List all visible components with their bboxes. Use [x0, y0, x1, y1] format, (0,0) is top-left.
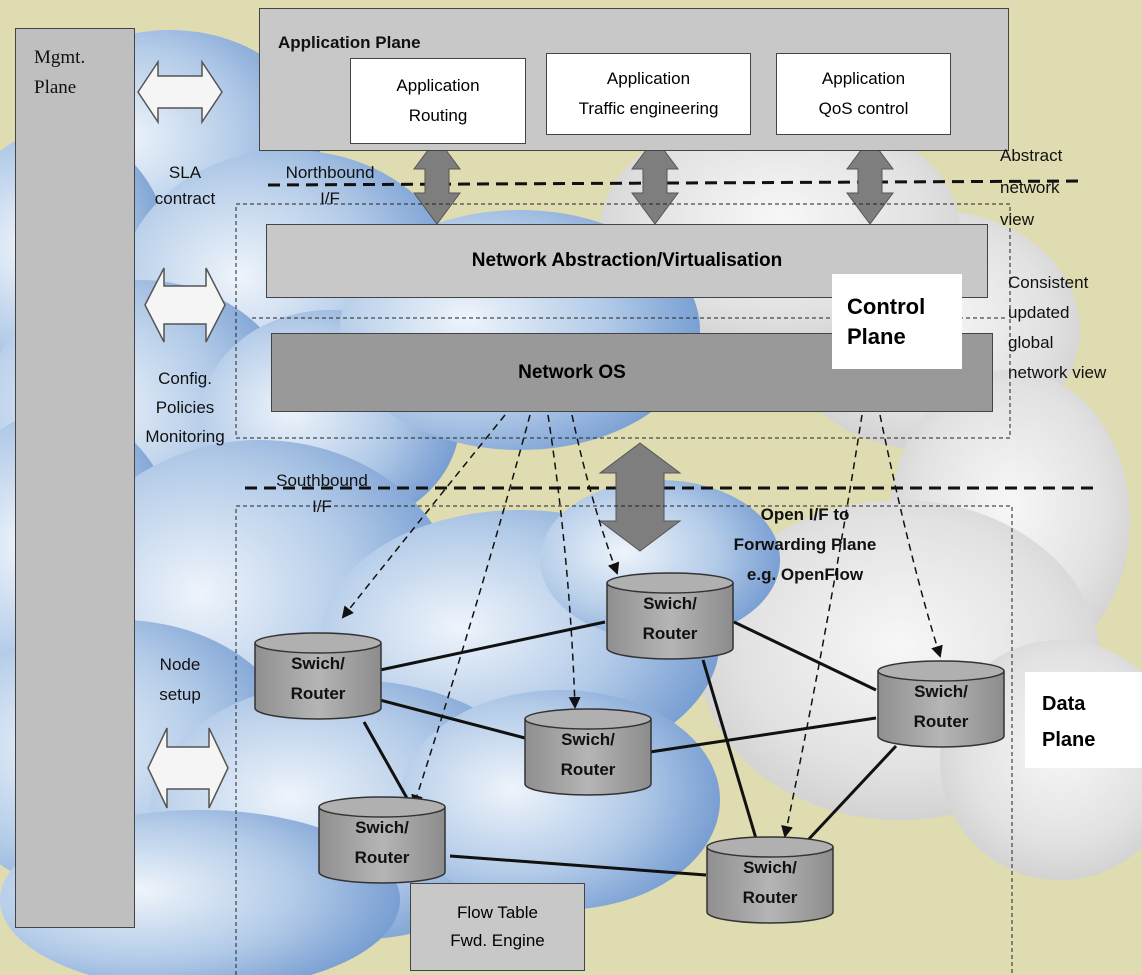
data-plane-label: Data Plane	[1025, 672, 1142, 768]
consistent-line3: global	[1008, 333, 1054, 352]
southbound-line1: Southbound	[276, 471, 368, 490]
abstract-view-label: Abstract network view	[1000, 140, 1062, 236]
app-qos-line2: QoS control	[818, 99, 909, 118]
consistent-line4: network view	[1008, 363, 1107, 382]
config-policies-label: Config. Policies Monitoring	[135, 364, 235, 451]
control-plane-line1: Control	[847, 294, 926, 319]
open-if-line1: Open I/F to	[760, 505, 850, 524]
cylinder-icon	[524, 708, 652, 796]
switch-label-line1: Swich/	[561, 730, 615, 749]
consistent-line1: Consistent	[1008, 273, 1089, 292]
open-if-line3: e.g. OpenFlow	[746, 565, 864, 584]
switch-label-line2: Router	[642, 624, 698, 643]
abstract-line2: network	[1000, 178, 1060, 197]
app-te-line1: Application	[606, 69, 691, 88]
consistent-view-label: Consistent updated global network view	[1008, 268, 1106, 388]
switch-label-line2: Router	[913, 712, 969, 731]
sla-contract-label: SLA contract	[140, 160, 230, 212]
node-setup-label: Node setup	[140, 650, 220, 710]
app-qos-control-box: Application QoS control	[776, 53, 951, 135]
switch-router-node: Swich/ Router	[606, 572, 734, 660]
cylinder-icon	[254, 632, 382, 720]
mgmt-plane-label: Mgmt. Plane	[34, 43, 85, 103]
sla-line2: contract	[154, 189, 216, 208]
switch-label-line2: Router	[354, 848, 410, 867]
cfg-line2: Policies	[155, 398, 215, 417]
cylinder-icon	[606, 572, 734, 660]
switch-router-node: Swich/ Router	[706, 836, 834, 924]
switch-router-node: Swich/ Router	[524, 708, 652, 796]
app-routing-line2: Routing	[408, 106, 468, 125]
switch-label-line2: Router	[560, 760, 616, 779]
cylinder-icon	[877, 660, 1005, 748]
app-te-line2: Traffic engineering	[578, 99, 719, 118]
app-routing-box: Application Routing	[350, 58, 526, 144]
flow-table-line1: Flow Table	[457, 903, 538, 922]
flow-table-box: Flow Table Fwd. Engine	[410, 883, 585, 971]
sla-line1: SLA	[168, 163, 202, 182]
switch-router-node: Swich/ Router	[877, 660, 1005, 748]
southbound-if-label: Southbound I/F	[262, 468, 382, 520]
switch-label-line1: Swich/	[355, 818, 409, 837]
control-plane-label: Control Plane	[832, 274, 962, 369]
cylinder-icon	[318, 796, 446, 884]
data-plane-line2: Plane	[1042, 729, 1096, 751]
switch-router-node: Swich/ Router	[254, 632, 382, 720]
open-if-label: Open I/F to Forwarding Plane e.g. OpenFl…	[700, 500, 910, 590]
mgmt-label-line2: Plane	[34, 77, 77, 98]
switch-label-line2: Router	[290, 684, 346, 703]
application-plane-title: Application Plane	[278, 33, 421, 52]
open-if-line2: Forwarding Plane	[733, 535, 877, 554]
consistent-line2: updated	[1008, 303, 1070, 322]
data-plane-line1: Data	[1042, 693, 1086, 715]
abstract-line1: Abstract	[1000, 146, 1063, 165]
southbound-line2: I/F	[312, 497, 332, 516]
node-line2: setup	[159, 685, 201, 704]
cfg-line1: Config.	[158, 369, 212, 388]
mgmt-plane-panel: Mgmt. Plane	[15, 28, 135, 928]
node-line1: Node	[159, 655, 201, 674]
switch-label-line1: Swich/	[914, 682, 968, 701]
flow-table-line2: Fwd. Engine	[450, 931, 545, 950]
abstract-line3: view	[1000, 210, 1035, 229]
cylinder-icon	[706, 836, 834, 924]
control-plane-line2: Plane	[847, 324, 906, 349]
northbound-if-label: Northbound I/F	[270, 160, 390, 212]
switch-label-line1: Swich/	[743, 858, 797, 877]
switch-label-line1: Swich/	[291, 654, 345, 673]
switch-label-line1: Swich/	[643, 594, 697, 613]
switch-router-node: Swich/ Router	[318, 796, 446, 884]
northbound-line1: Northbound	[285, 163, 375, 182]
app-traffic-engineering-box: Application Traffic engineering	[546, 53, 751, 135]
app-qos-line1: Application	[821, 69, 906, 88]
cfg-line3: Monitoring	[145, 427, 225, 446]
switch-label-line2: Router	[742, 888, 798, 907]
app-routing-line1: Application	[396, 76, 480, 95]
mgmt-label-line1: Mgmt.	[34, 47, 86, 68]
northbound-line2: I/F	[320, 189, 340, 208]
